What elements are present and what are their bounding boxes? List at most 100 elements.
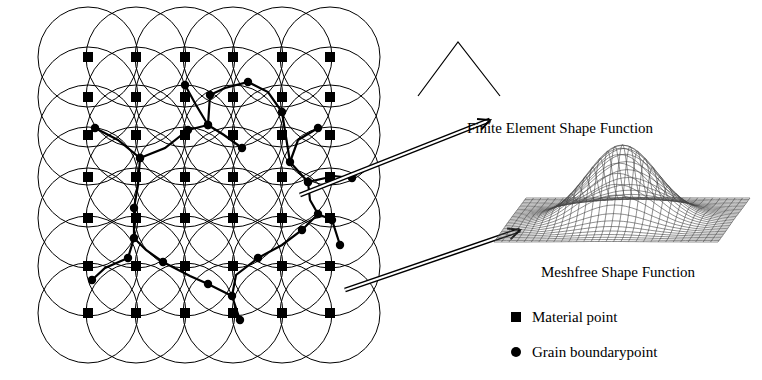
mesh-line	[516, 178, 740, 212]
support-circle	[38, 216, 138, 316]
mesh-line	[507, 163, 731, 224]
grain-boundary-point	[136, 154, 144, 162]
material-point	[83, 308, 93, 318]
material-point	[83, 172, 93, 182]
legend-text: Grain boundarypoint	[532, 344, 657, 361]
arrow-shaft	[300, 120, 490, 195]
grain-boundary-point	[304, 178, 312, 186]
material-point	[228, 130, 238, 140]
material-point	[131, 52, 141, 62]
material-point	[131, 130, 141, 140]
material-point	[180, 52, 190, 62]
shape-function-caption: Finite Element Shape Function	[467, 120, 653, 137]
support-circle	[232, 263, 332, 363]
material-point	[325, 92, 335, 102]
grain-boundary-point	[204, 121, 212, 129]
material-point	[131, 213, 141, 223]
material-point	[180, 92, 190, 102]
mesh-line	[524, 198, 556, 242]
mesh-line	[520, 194, 744, 206]
mesh-line	[599, 147, 631, 242]
material-point	[83, 261, 93, 271]
grain-boundary-point	[181, 81, 189, 89]
mesh-line	[546, 198, 578, 242]
support-circle	[232, 47, 332, 147]
material-point	[325, 308, 335, 318]
grain-boundary-point	[314, 210, 322, 218]
support-circle	[280, 47, 380, 147]
mesh-line	[512, 148, 736, 216]
grain-boundary-point	[228, 292, 236, 300]
material-point	[83, 52, 93, 62]
material-point	[325, 130, 335, 140]
material-point	[180, 172, 190, 182]
grain-boundary-point	[136, 154, 144, 162]
material-point	[131, 92, 141, 102]
grain-boundary-point	[298, 226, 306, 234]
grain-boundary-line	[95, 82, 352, 182]
support-circle	[232, 127, 332, 227]
mesh-line	[703, 198, 735, 242]
mesh-line	[569, 176, 601, 241]
mesh-line	[651, 186, 683, 242]
support-circle	[183, 47, 283, 147]
material-point	[131, 172, 141, 182]
material-point	[228, 308, 238, 318]
material-points	[83, 52, 335, 318]
mesh-line	[576, 167, 608, 242]
mesh-line	[502, 214, 726, 232]
legend-text: Material point	[532, 309, 617, 326]
support-circle	[280, 216, 380, 316]
material-point	[325, 52, 335, 62]
grain-boundary-point	[124, 254, 132, 262]
mesh-line	[628, 158, 660, 241]
material-point	[228, 92, 238, 102]
grain-boundary-point	[206, 91, 214, 99]
support-circle	[135, 7, 235, 107]
support-circle	[280, 7, 380, 107]
grain-boundary-line	[185, 85, 208, 125]
support-circle	[280, 263, 380, 363]
fe-shape-function	[418, 42, 500, 96]
support-circle	[38, 263, 138, 363]
mesh-line	[531, 198, 563, 242]
grain-boundary-line	[208, 125, 242, 148]
material-point	[277, 213, 287, 223]
material-point	[180, 261, 190, 271]
support-circle	[38, 127, 138, 227]
material-point	[83, 130, 93, 140]
mesh-line	[508, 154, 732, 222]
support-circle	[183, 263, 283, 363]
mesh-line	[506, 173, 730, 225]
mesh-line	[511, 145, 735, 218]
mesh-line	[711, 198, 743, 242]
material-point	[83, 213, 93, 223]
material-point	[228, 172, 238, 182]
mesh-line	[614, 147, 646, 242]
material-point	[277, 92, 287, 102]
grain-boundary-point	[254, 254, 262, 262]
meshfree-shape-function	[494, 145, 750, 242]
arrow-shaft	[300, 120, 490, 195]
grain-boundary-point	[88, 276, 96, 284]
material-point	[325, 213, 335, 223]
support-circle	[135, 127, 235, 227]
grain-boundary-point	[244, 78, 252, 86]
grain-boundary-line	[232, 214, 340, 296]
legend-square	[511, 312, 521, 322]
material-point	[131, 261, 141, 271]
support-circle	[135, 263, 235, 363]
material-point	[325, 261, 335, 271]
material-point	[277, 130, 287, 140]
material-point	[83, 92, 93, 102]
mesh-line	[621, 151, 653, 241]
grain-boundary-point	[159, 258, 167, 266]
mesh-line	[514, 162, 738, 214]
arrow-shaft	[345, 230, 520, 290]
grain-boundary-point	[304, 178, 312, 186]
grain-boundary-line	[92, 158, 140, 280]
grain-boundary-point	[130, 234, 138, 242]
mesh-line	[643, 176, 675, 241]
grain-boundary-point	[204, 121, 212, 129]
